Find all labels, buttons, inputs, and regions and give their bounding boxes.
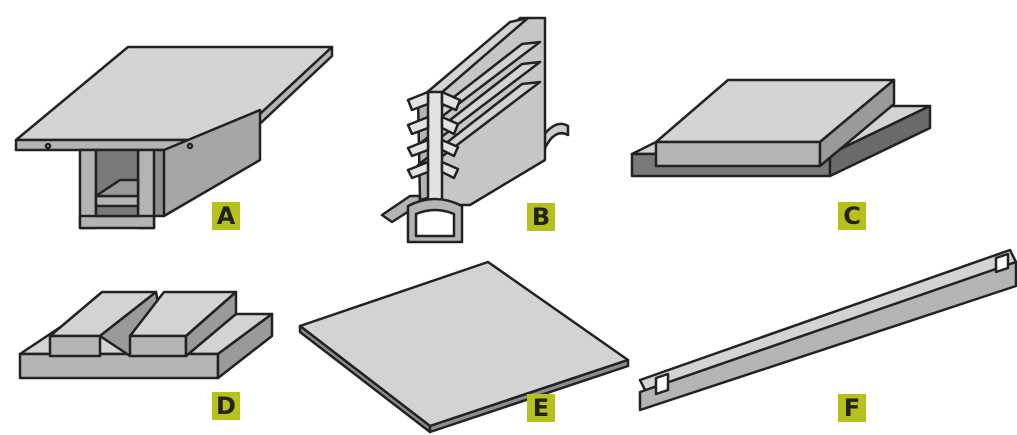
label-e: E bbox=[532, 394, 550, 422]
label-f: F bbox=[843, 394, 861, 422]
fin-profile-icon bbox=[380, 16, 570, 244]
t-profile-icon bbox=[14, 45, 334, 230]
label-badge-b: B bbox=[527, 203, 555, 231]
label-badge-c: C bbox=[838, 202, 866, 230]
notched-strip-icon bbox=[638, 248, 1017, 412]
label-badge-e: E bbox=[527, 394, 555, 422]
label-c: C bbox=[843, 202, 861, 230]
label-d: D bbox=[216, 392, 236, 420]
stepped-block-icon bbox=[630, 78, 932, 178]
label-badge-d: D bbox=[212, 392, 240, 420]
label-badge-a: A bbox=[212, 202, 240, 230]
flat-sheet-icon bbox=[298, 260, 630, 434]
dovetail-block-icon bbox=[18, 290, 274, 380]
label-b: B bbox=[531, 203, 551, 231]
label-badge-f: F bbox=[838, 394, 866, 422]
label-a: A bbox=[216, 202, 236, 230]
